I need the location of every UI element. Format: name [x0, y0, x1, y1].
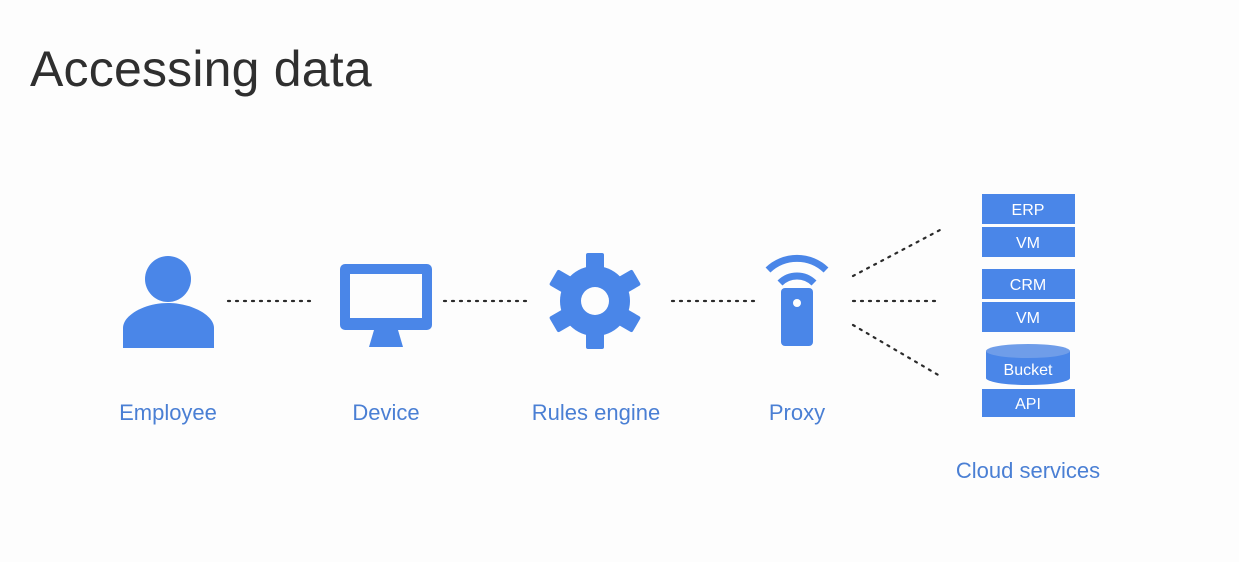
cloud-service-api: API — [982, 389, 1075, 417]
cloud-service-vm-1: VM — [982, 227, 1075, 257]
gear-icon — [549, 253, 641, 349]
cloud-service-vm-2: VM — [982, 302, 1075, 332]
page-title: Accessing data — [30, 41, 372, 97]
connector-proxy-group-3 — [851, 323, 942, 378]
cloud-service-vm-2-label: VM — [1016, 310, 1040, 327]
wireless-proxy-icon — [765, 254, 829, 346]
employee-label: Employee — [119, 400, 217, 425]
cloud-service-vm-1-label: VM — [1016, 235, 1040, 252]
cloud-service-api-label: API — [1015, 396, 1041, 413]
rules-engine-label: Rules engine — [531, 400, 661, 425]
cloud-service-bucket: Bucket — [986, 344, 1070, 385]
proxy-label: Proxy — [768, 400, 826, 425]
cloud-services-label: Cloud services — [955, 458, 1101, 483]
cloud-service-erp: ERP — [982, 194, 1075, 224]
cloud-service-crm: CRM — [982, 269, 1075, 299]
monitor-icon — [340, 264, 432, 347]
cloud-service-bucket-label: Bucket — [1004, 362, 1053, 379]
cloud-service-crm-label: CRM — [1010, 277, 1046, 294]
connector-proxy-group-1 — [851, 228, 942, 278]
person-icon — [123, 256, 214, 348]
device-label: Device — [352, 400, 420, 425]
cloud-service-erp-label: ERP — [1012, 202, 1045, 219]
